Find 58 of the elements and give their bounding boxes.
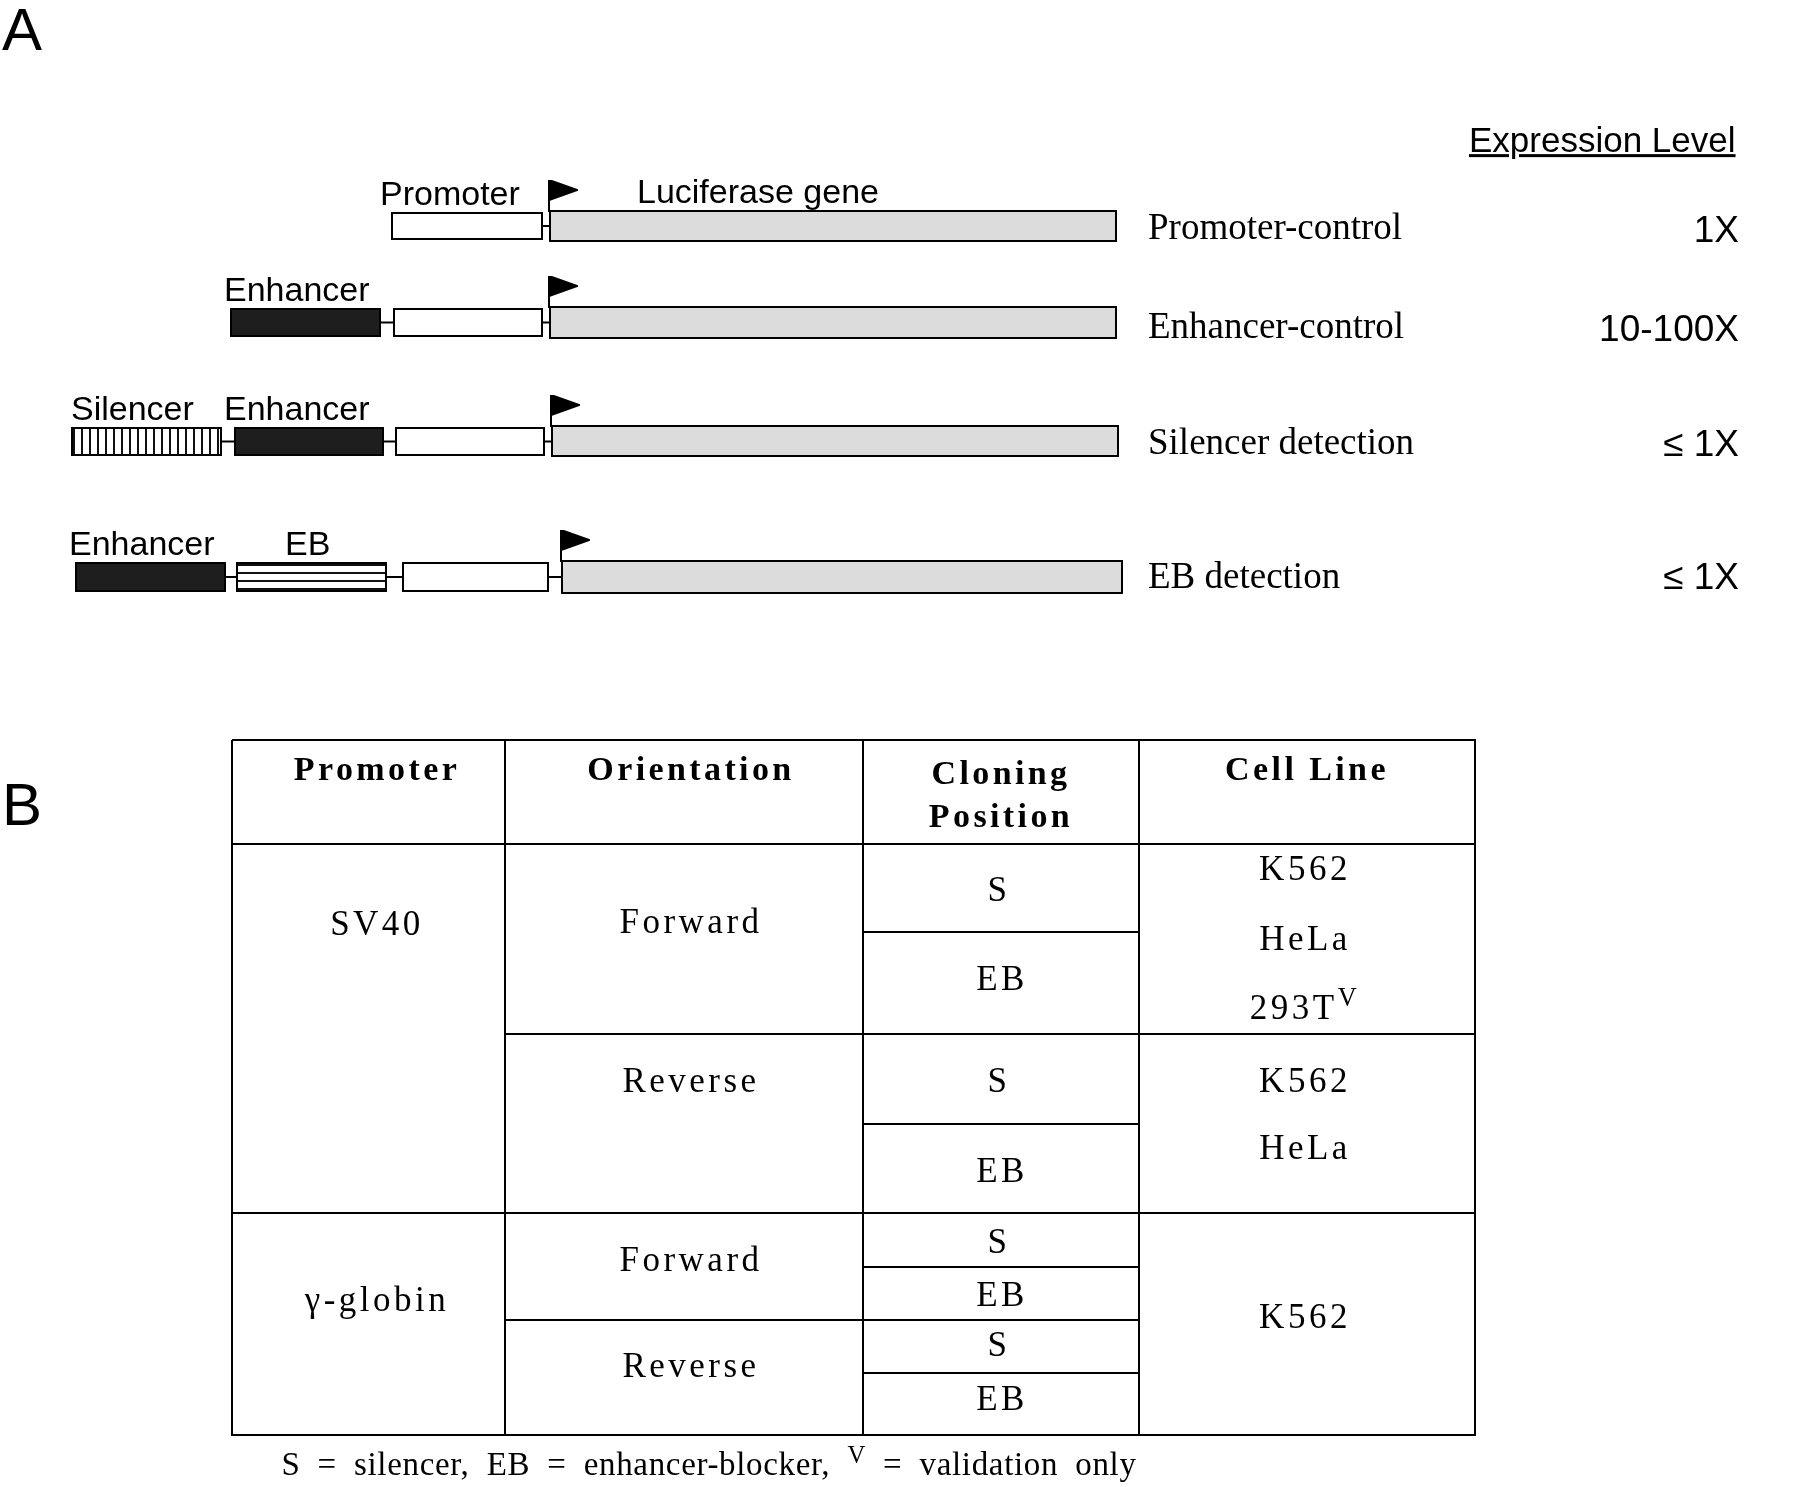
table-cell-text: SV40	[330, 903, 424, 946]
element-label: EB	[285, 526, 331, 560]
connector-line	[542, 321, 550, 324]
construct-label: Enhancer-control	[1148, 303, 1405, 348]
connector-line	[542, 225, 550, 227]
connector-line	[383, 440, 396, 443]
reporter-gene-bar	[561, 560, 1123, 594]
connector-line	[225, 576, 237, 578]
construct-label: Silencer detection	[1148, 419, 1415, 464]
reporter-gene-bar	[549, 306, 1117, 339]
connector-line	[380, 321, 394, 324]
table-cell-text: EB	[976, 958, 1028, 1001]
table-cell-text: 293T$^{V}$	[1249, 986, 1361, 1030]
table-cell-text: S	[987, 1221, 1011, 1264]
table-cell-text: K562	[1259, 1296, 1351, 1339]
table-cell-text: Reverse	[622, 1060, 760, 1103]
reporter-gene-bar	[551, 425, 1119, 457]
table-cell-text: HeLa	[1259, 1127, 1351, 1170]
promoter-box	[393, 308, 543, 337]
table-cell-text: S	[987, 1324, 1011, 1367]
promoter-box	[395, 427, 545, 456]
table-cell-text: Reverse	[622, 1345, 760, 1388]
element-label: Silencer	[71, 391, 194, 425]
table-cell-text: Forward	[619, 1239, 763, 1282]
connector-line	[544, 440, 552, 443]
connector-line	[548, 576, 562, 578]
table-cell-text: S	[987, 1060, 1011, 1103]
table-cell-text: EB	[976, 1150, 1028, 1193]
element-label: Luciferase gene	[637, 174, 879, 208]
column-header: Cell Line	[1224, 748, 1390, 789]
element-label: Enhancer	[69, 526, 215, 560]
promoter-box	[402, 562, 549, 592]
expression-value: 10-100X	[1599, 306, 1739, 351]
table-cell-text: K562	[1259, 848, 1351, 891]
table-cell-text: S	[987, 869, 1011, 912]
column-header: Cloning Position	[927, 752, 1075, 835]
table-cell-text: Forward	[619, 901, 763, 944]
expression-value: ≤ 1X	[1663, 421, 1739, 466]
table-cell-text: EB	[976, 1378, 1028, 1421]
column-header: Orientation	[586, 748, 796, 789]
panel-letter: A	[2, 0, 43, 60]
construct-label: EB detection	[1148, 553, 1341, 598]
panel-letter: B	[2, 775, 43, 835]
element-label: Enhancer	[224, 272, 370, 306]
caption: S = silencer, EB = enhancer-blocker, $^{V}$ = validation only	[281, 1444, 1137, 1485]
table-cell-text: γ-globin	[304, 1279, 450, 1322]
table-cell-text: HeLa	[1259, 918, 1351, 961]
element-label: Enhancer	[224, 391, 370, 425]
table-cell-text: EB	[976, 1274, 1028, 1317]
connector-line	[221, 440, 235, 443]
connector-line	[386, 576, 403, 578]
column-heading: Expression Level	[1469, 119, 1736, 162]
element-label: Promoter	[380, 176, 520, 210]
expression-value: 1X	[1693, 207, 1739, 252]
column-header: Promoter	[292, 748, 462, 789]
table-cell-text: K562	[1259, 1060, 1351, 1103]
expression-value: ≤ 1X	[1663, 554, 1739, 599]
construct-label: Promoter-control	[1148, 204, 1403, 249]
